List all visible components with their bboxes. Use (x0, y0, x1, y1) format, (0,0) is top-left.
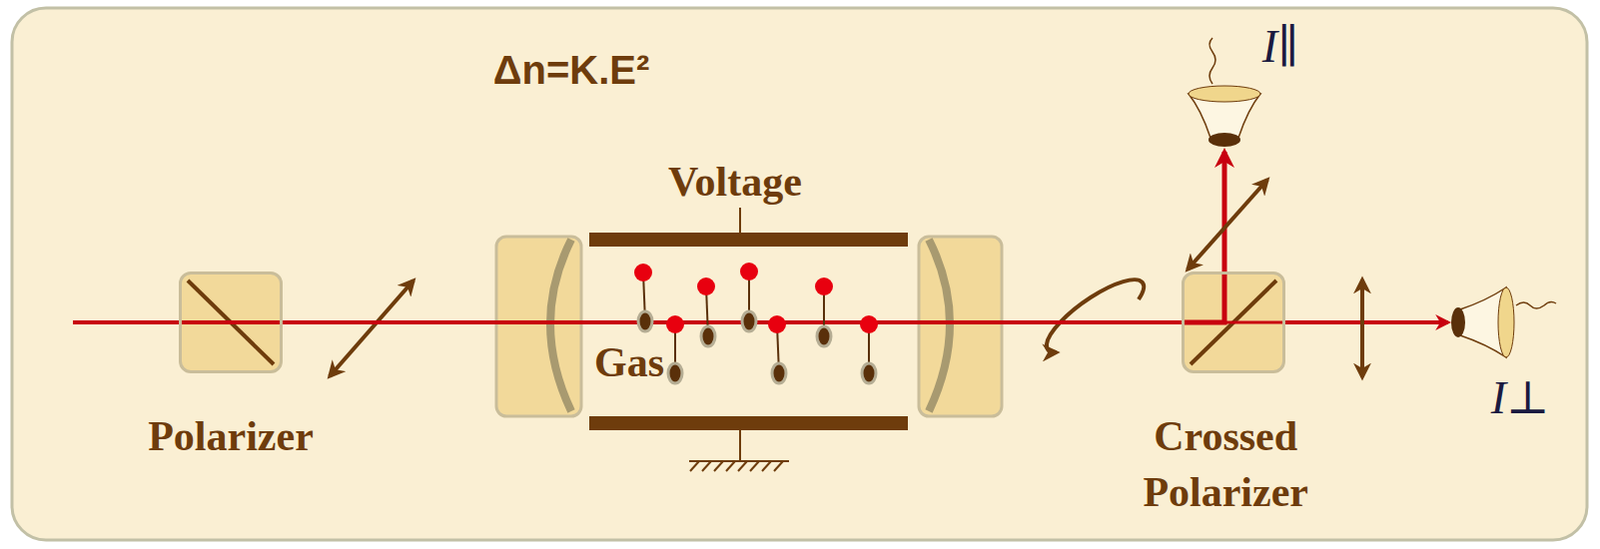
bottom-electrode (589, 416, 908, 431)
gas-cell: Gas (581, 246, 919, 399)
intensity-label: I∥ (1262, 18, 1300, 73)
ground-symbol (689, 430, 790, 472)
component-label: Crossed Polarizer (1110, 408, 1341, 521)
laser-beam (1285, 320, 1449, 325)
laser-beam (1222, 151, 1228, 272)
polarizer-optics (1184, 274, 1283, 371)
laser-beam (918, 320, 1182, 325)
voltage-label: Voltage (668, 157, 802, 206)
polarization-arrow (329, 280, 414, 377)
crossed-polarizer-box: Crossed Polarizer (1181, 271, 1286, 374)
detector (1188, 37, 1261, 147)
cell-window-right (918, 236, 1002, 417)
background-panel (11, 7, 1588, 541)
polarizer-optics (181, 274, 280, 371)
gas-molecules (634, 262, 878, 384)
elliptical-polarization (1046, 279, 1144, 353)
laser-beam (282, 320, 582, 325)
top-electrode (589, 232, 908, 247)
polarization-arrow (1360, 279, 1365, 378)
polarizer-box: Polarizer (178, 271, 283, 374)
intensity-label: I⊥ (1491, 370, 1551, 425)
cell-window-left (496, 236, 582, 417)
polarization-arrow (1187, 179, 1268, 270)
voltage-lead (739, 207, 742, 233)
laser-beam (72, 320, 179, 325)
detector (1451, 287, 1557, 358)
component-label: Polarizer (147, 412, 314, 461)
gas-label: Gas (594, 338, 665, 387)
kerr-equation: Δn=K.E² (493, 47, 651, 93)
